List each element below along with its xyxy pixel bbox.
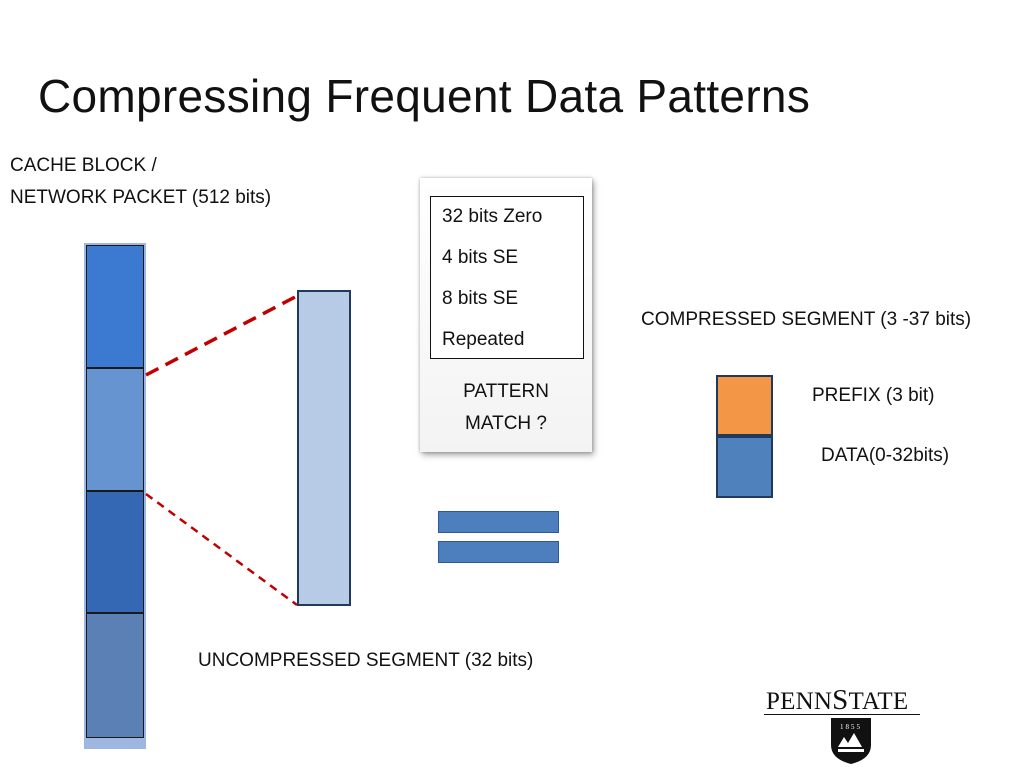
compressed-segment-label: COMPRESSED SEGMENT (3 -37 bits): [641, 309, 972, 330]
connector-line-bottom: [145, 492, 298, 607]
data-label: DATA(0-32bits): [821, 445, 950, 466]
pattern-item: 8 bits SE: [442, 288, 519, 309]
pennstate-wordmark: PENNSTATE: [766, 684, 909, 716]
pattern-match-card: 32 bits Zero 4 bits SE 8 bits SE Repeate…: [420, 178, 592, 452]
cache-block-column: [84, 243, 146, 749]
cache-block-segment: [86, 245, 144, 368]
cache-block-segment: [86, 368, 144, 491]
uncompressed-segment-label: UNCOMPRESSED SEGMENT (32 bits): [198, 650, 534, 671]
pennstate-shield-icon: 1855: [831, 718, 871, 764]
pattern-match-question: PATTERN MATCH ?: [463, 381, 549, 434]
logo-rule: [764, 714, 920, 715]
pennstate-logo: PENNSTATE 1855: [764, 685, 924, 765]
pattern-item: Repeated: [442, 329, 525, 350]
data-block: [716, 436, 773, 498]
uncompressed-segment: [297, 290, 351, 606]
slide-title: Compressing Frequent Data Patterns: [38, 70, 811, 122]
prefix-label: PREFIX (3 bit): [812, 385, 935, 406]
prefix-block: [716, 375, 773, 436]
pattern-item: 32 bits Zero: [442, 206, 543, 227]
pattern-item: 4 bits SE: [442, 247, 519, 268]
connector-line-top: [145, 294, 298, 377]
equals-sign-bottom-bar: [438, 541, 559, 563]
svg-text:1855: 1855: [840, 723, 862, 731]
cache-block-label: CACHE BLOCK / NETWORK PACKET (512 bits): [10, 155, 272, 208]
cache-block-segment: [86, 613, 144, 738]
equals-sign-top-bar: [438, 511, 559, 533]
pattern-list: 32 bits Zero 4 bits SE 8 bits SE Repeate…: [430, 196, 584, 359]
cache-block-segment: [86, 491, 144, 613]
